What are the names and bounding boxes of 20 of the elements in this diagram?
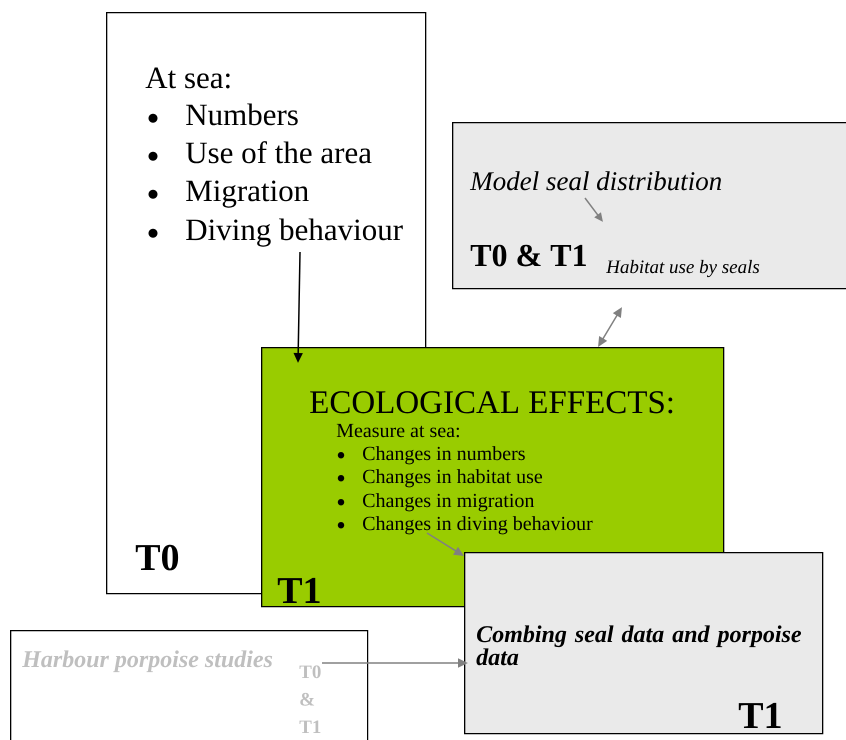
box-text: Model seal distribution	[470, 171, 722, 190]
time-label: T0 & T1	[300, 665, 321, 733]
bullet-item: Migration	[148, 180, 309, 208]
bullet-item: Use of the area	[148, 141, 372, 164]
heading: At sea:	[146, 68, 230, 88]
bullet-item: Changes in numbers	[338, 446, 525, 464]
bullet-item: Changes in diving behaviour	[338, 516, 593, 534]
bullet-item: Changes in migration	[338, 493, 534, 512]
box-text: Harbour porpoise studies	[22, 650, 272, 672]
time-label: T1	[278, 578, 320, 603]
box-text: Habitat use by seals	[606, 260, 760, 278]
bullet-item: Diving behaviour	[148, 218, 403, 247]
box-text: Measure at sea:	[336, 424, 459, 438]
time-label: T0	[136, 544, 178, 570]
bullet-item: Changes in habitat use	[338, 469, 542, 488]
bullet-item: Numbers	[148, 104, 298, 126]
heading: ECOLOGICAL EFFECTS:	[310, 391, 672, 414]
box-text: Combing seal data and porpoise data	[476, 625, 802, 666]
time-label: T0 & T1	[470, 244, 586, 266]
time-label: T1	[738, 702, 781, 728]
